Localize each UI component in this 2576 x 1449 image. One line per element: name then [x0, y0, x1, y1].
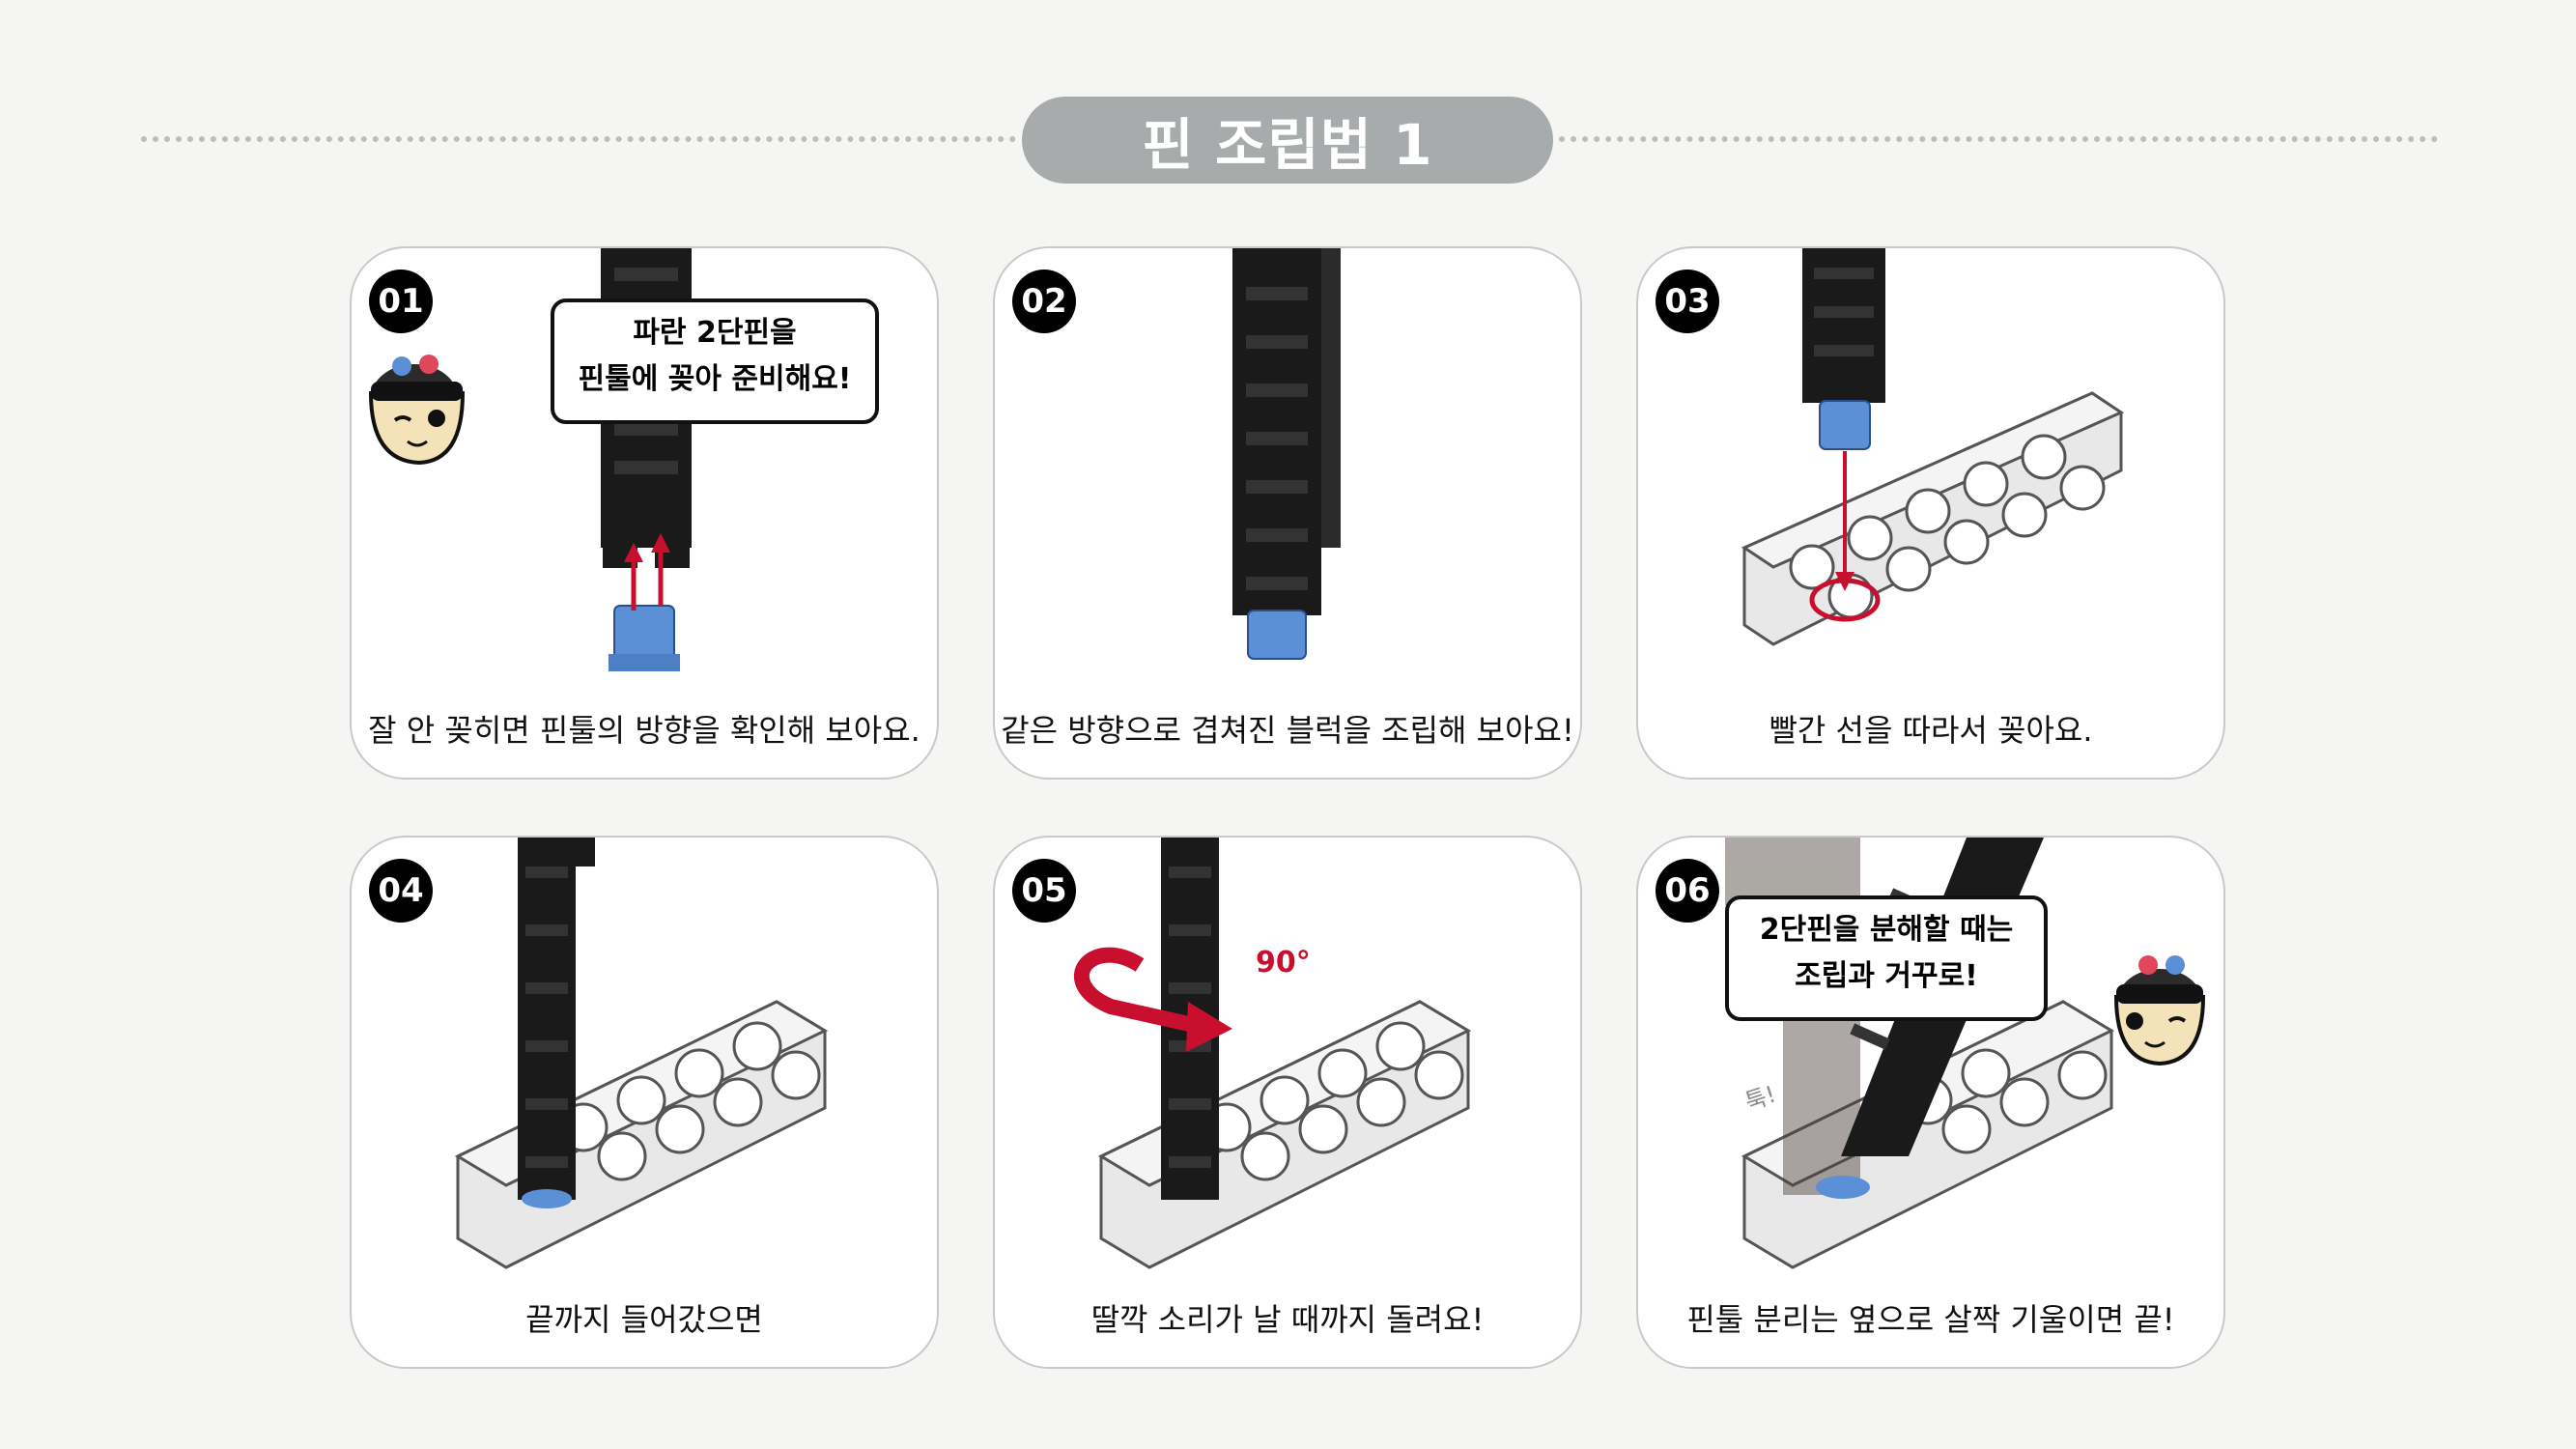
- blue-pin-icon: [1819, 400, 1871, 450]
- pin-tool-icon: [518, 838, 595, 1200]
- step-card-02: 02 같은 방향으로 겹쳐진 블럭을 조립해 보아요!: [993, 246, 1582, 780]
- header-dotted-line-left: [141, 136, 1016, 142]
- blue-pin-icon: [1247, 610, 1307, 660]
- step-number-badge: 01: [369, 270, 433, 333]
- bubble-line-2: 조립과 거꾸로!: [1795, 959, 1978, 993]
- character-icon: [2113, 955, 2206, 1066]
- tray-icon: [454, 1000, 829, 1269]
- step-05-illustration: [1073, 838, 1472, 1269]
- bubble-line-1: 2단핀을 분해할 때는: [1759, 913, 2014, 947]
- pin-tool-icon: [1802, 248, 1885, 403]
- header-dotted-line-right: [1559, 136, 2438, 142]
- step-number-badge: 03: [1656, 270, 1719, 333]
- step-02-illustration: [1232, 248, 1341, 660]
- tray-icon: [1741, 391, 2125, 646]
- step-caption: 같은 방향으로 겹쳐진 블럭을 조립해 보아요!: [1001, 712, 1574, 749]
- tray-icon: [1097, 1000, 1472, 1269]
- step-card-01: 01: [350, 246, 939, 780]
- step-caption: 빨간 선을 따라서 꽂아요.: [1769, 712, 2093, 749]
- step-card-03: 03 빨간 선을 따라서: [1636, 246, 2225, 780]
- step-number-badge: 06: [1656, 859, 1719, 923]
- step-03-illustration: [1741, 248, 2125, 646]
- stacked-beam-icon: [1232, 248, 1341, 615]
- step-caption: 딸깍 소리가 날 때까지 돌려요!: [1090, 1301, 1485, 1338]
- blue-pin-icon: [609, 605, 680, 671]
- angle-label: 90°: [1256, 946, 1311, 980]
- character-icon: [368, 355, 466, 466]
- blue-pin-icon: [1816, 1176, 1870, 1199]
- guide-arrow-icon: [1809, 451, 1881, 622]
- step-04-illustration: [454, 838, 829, 1269]
- step-card-06: 06: [1636, 836, 2225, 1369]
- speech-bubble: 2단핀을 분해할 때는 조립과 거꾸로!: [1725, 895, 2048, 1021]
- step-number-badge: 05: [1012, 859, 1076, 923]
- blue-pin-icon: [522, 1189, 572, 1208]
- step-caption: 끝까지 들어갔으면: [525, 1301, 763, 1338]
- up-arrow-icon: [624, 533, 670, 611]
- page-title: 핀 조립법 1: [1022, 97, 1553, 184]
- step-caption: 잘 안 꽂히면 핀툴의 방향을 확인해 보아요.: [368, 712, 920, 749]
- speech-bubble: 파란 2단핀을 핀툴에 꽂아 준비해요!: [551, 298, 879, 424]
- bubble-line-1: 파란 2단핀을: [633, 316, 797, 350]
- step-card-04: 04 끝까지 들어갔으면: [350, 836, 939, 1369]
- step-card-05: 05 90° 딸깍 소리가 날 때까지 돌려요!: [993, 836, 1582, 1369]
- rotate-arrow-icon: [1073, 947, 1232, 1052]
- step-number-badge: 02: [1012, 270, 1076, 333]
- bubble-line-2: 핀툴에 꽂아 준비해요!: [578, 362, 852, 396]
- step-caption: 핀툴 분리는 옆으로 살짝 기울이면 끝!: [1686, 1301, 2175, 1338]
- step-number-badge: 04: [369, 859, 433, 923]
